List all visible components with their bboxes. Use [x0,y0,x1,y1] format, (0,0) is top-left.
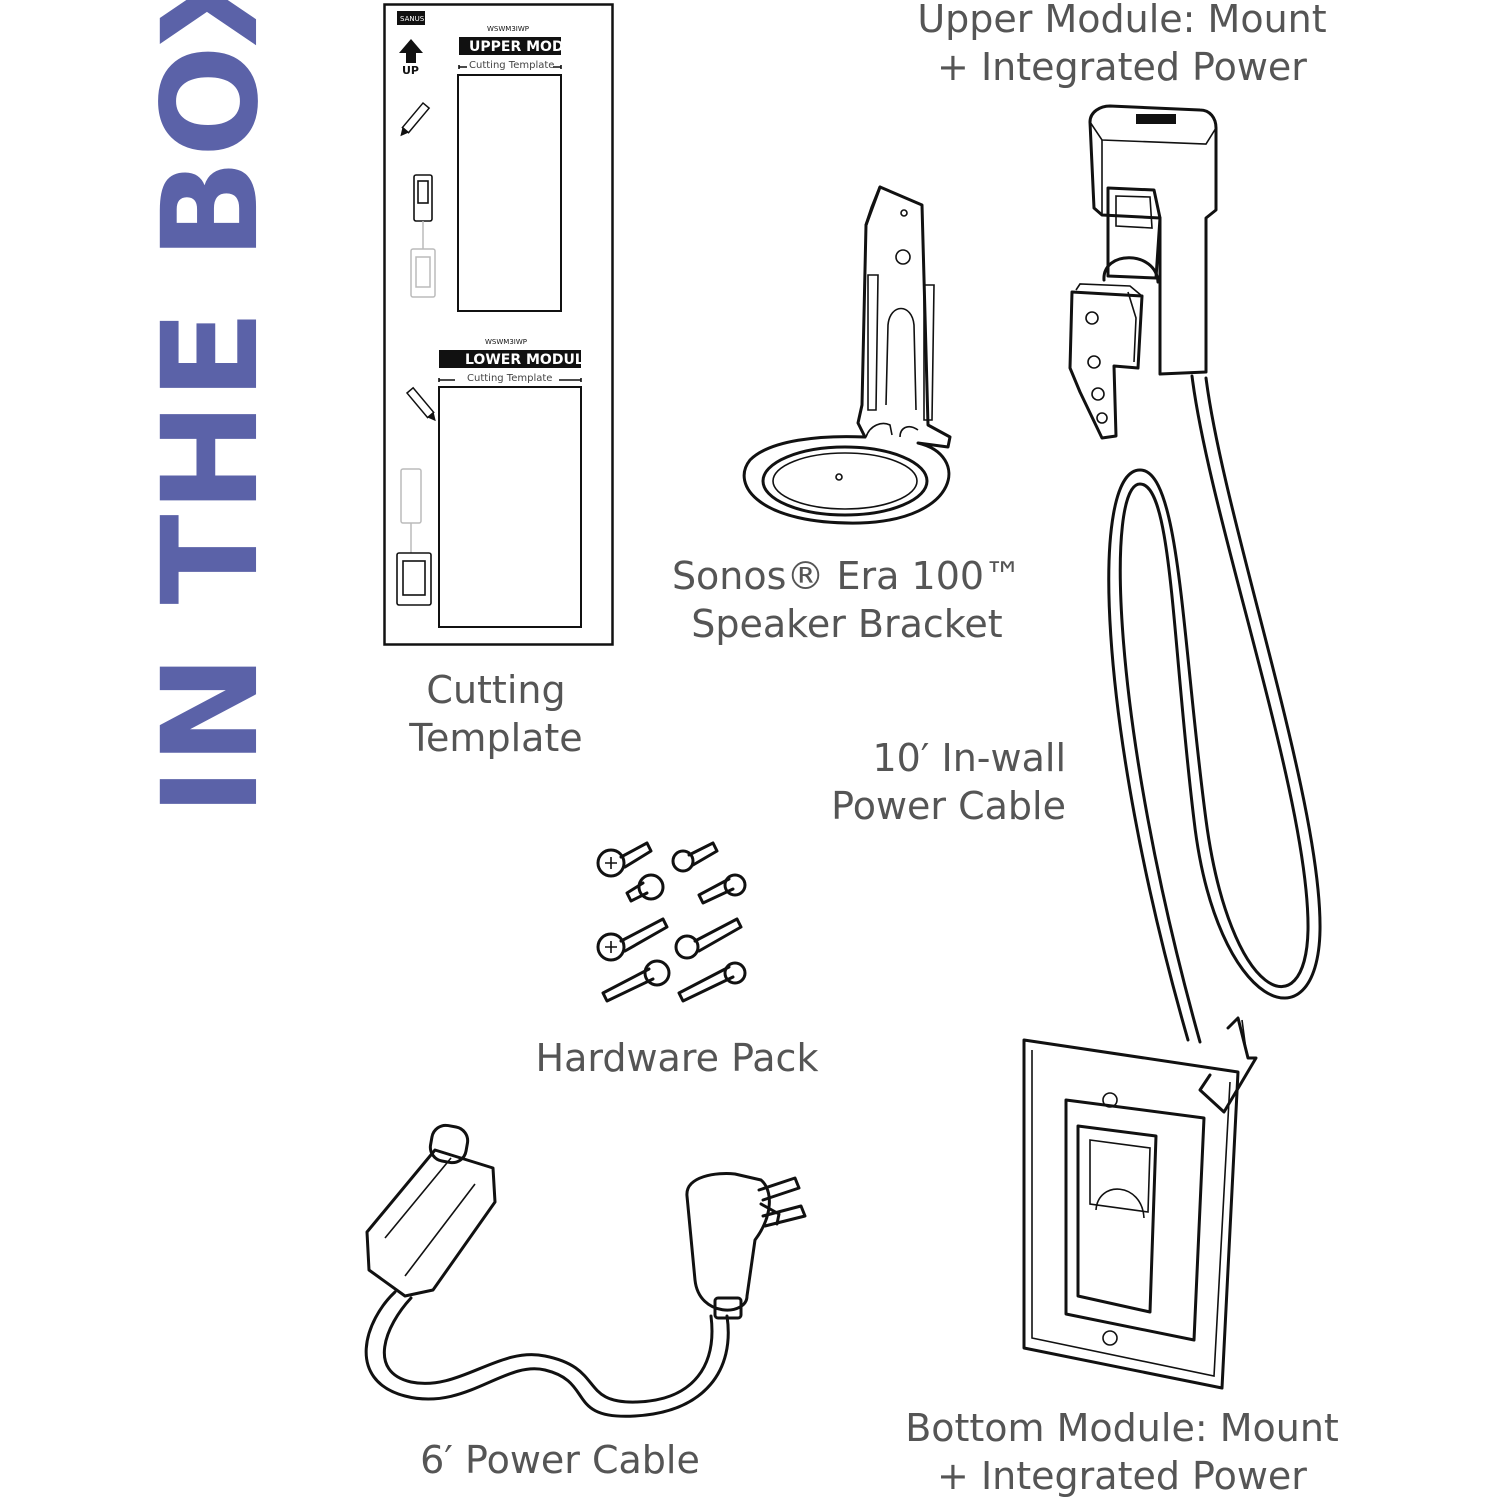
sanus-logo [397,11,425,25]
screw-icon [671,841,719,873]
lower-title: LOWER MODULE [465,352,593,368]
screw-icon [677,961,747,1003]
hardware-pack-line1: Hardware Pack [535,1036,819,1080]
up-label: UP [402,64,419,77]
inwall-cable-line2: Power Cable [831,784,1066,828]
hardware-pack-label: Hardware Pack [520,1034,834,1082]
pencil-icon [400,101,431,137]
upper-title: UPPER MODULE [469,39,593,55]
speaker-bracket-label: Sonos® Era 100™ Speaker Bracket [664,552,1030,648]
speaker-bracket-line2: Speaker Bracket [691,602,1003,646]
speaker-bracket-line1: Sonos® Era 100™ [671,554,1023,598]
heading-text: IN THE BOX [134,0,289,817]
screw-icon [596,917,669,962]
upper-module-line2: + Integrated Power [937,45,1307,89]
upper-title-bar [459,37,561,55]
cutting-template-illustration: SANUS UP WSWM3IWP UPPER MODULE Cutting T… [383,3,614,646]
lower-model-number: WSWM3IWP [485,338,527,346]
template-sheet [383,3,614,646]
screw-icon [601,959,671,1003]
lower-cut-area [438,386,582,628]
sanus-logo [1136,114,1176,124]
power-cable-illustration [364,1123,807,1418]
inwall-cable-label: 10′ In-wall Power Cable [800,734,1066,830]
speaker-bracket-illustration [742,185,952,525]
screw-icon [697,873,747,905]
inwall-cable-line1: 10′ In-wall [872,736,1066,780]
pencil-icon [405,386,436,422]
bottom-module-line2: + Integrated Power [937,1454,1307,1498]
outlet-icon [396,552,432,606]
up-arrow-icon [399,39,423,63]
upper-subtitle: Cutting Template [469,60,554,71]
sanus-logo-text: SANUS [400,15,425,23]
outlet-ghost-icon [410,248,436,298]
module-and-cable-illustration [1022,104,1322,1390]
screw-icon [674,917,743,960]
screw-icon [625,873,665,903]
power-cable-line1: 6′ Power Cable [420,1438,700,1482]
cutting-template-label: Cutting Template [383,666,609,762]
bottom-module-label: Bottom Module: Mount + Integrated Power [896,1404,1348,1500]
lower-subtitle: Cutting Template [467,373,552,384]
lower-title-bar [439,350,581,368]
cutting-template-line1: Cutting [426,668,566,712]
in-the-box-heading: IN THE BOX [134,0,288,816]
screw-icon [596,841,653,878]
power-cable-label: 6′ Power Cable [400,1436,720,1484]
cutting-template-line2: Template [409,716,583,760]
upper-module-line1: Upper Module: Mount [917,0,1327,41]
hardware-pack-illustration [596,841,747,1003]
bottom-module-line1: Bottom Module: Mount [905,1406,1339,1450]
upper-model-number: WSWM3IWP [487,25,529,33]
upper-module-label: Upper Module: Mount + Integrated Power [906,0,1338,91]
upper-cut-area [457,74,562,312]
